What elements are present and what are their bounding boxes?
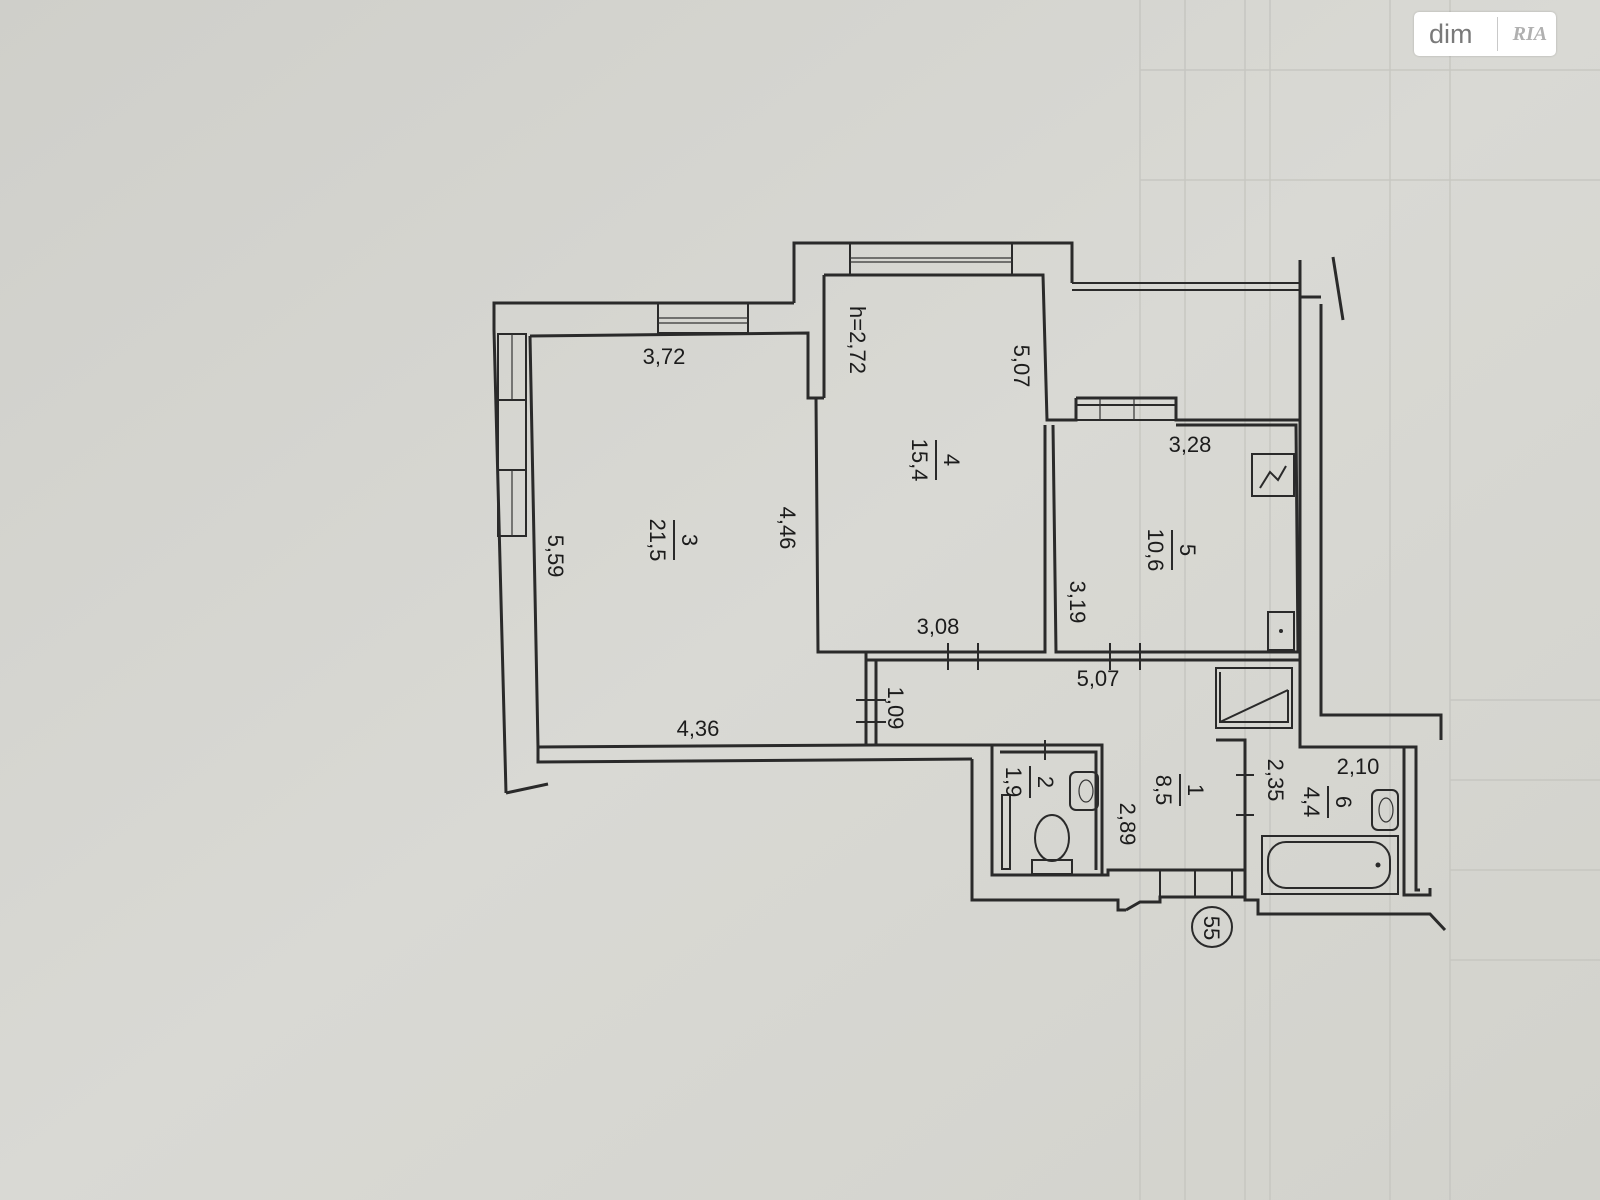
wc-sink-icon (1069, 771, 1099, 811)
wall-room-4-left (816, 275, 826, 400)
balcony-rail (1072, 282, 1300, 291)
wall-wc (992, 743, 1104, 875)
room-1-number: 1 (1183, 784, 1208, 796)
dimension-label: 5,07 (1077, 666, 1120, 691)
window-room-5-door (1075, 404, 1177, 421)
wall-room-6-right (1402, 747, 1432, 897)
dimension-label: 5,07 (1009, 345, 1034, 388)
toilet-icon (1031, 814, 1073, 875)
dimension-label: 1,09 (883, 687, 908, 730)
watermark-divider (1496, 17, 1498, 51)
dimension-label: 5,59 (543, 535, 568, 578)
dimension-label: 3,08 (917, 614, 960, 639)
room-1-area: 8,5 (1151, 775, 1176, 806)
apartment-number-circle (1191, 906, 1233, 948)
wall-room-5-inner (1051, 423, 1300, 654)
bathtub-icon (1261, 835, 1399, 895)
room-2-number: 2 (1033, 776, 1058, 788)
room-2-area: 1,9 (1001, 767, 1026, 798)
room-5-number: 5 (1175, 544, 1200, 556)
dimension-label: 2,35 (1263, 759, 1288, 802)
labels: 3 21,5 4 15,4 5 10,6 1 8,5 2 1,9 (543, 306, 1380, 948)
dim-ria-watermark: dim RIA (1414, 12, 1556, 56)
windows (497, 242, 1177, 537)
dimension-label: 3,72 (643, 344, 686, 369)
window-room-4 (849, 242, 1013, 276)
wall-corridor-left (864, 652, 878, 745)
entrance-door (1159, 870, 1233, 897)
wc-pipe-icon (1001, 794, 1011, 870)
dimension-label: 4,46 (775, 507, 800, 550)
dimension-label: 3,19 (1065, 581, 1090, 624)
room-5-area: 10,6 (1143, 529, 1168, 572)
dimension-label: 2,10 (1337, 754, 1380, 779)
electric-panel-icon (1251, 453, 1295, 497)
wall-outer-right (1319, 304, 1443, 740)
wall-room-3-outer-bottom (505, 782, 549, 795)
apartment-number: 55 (1199, 916, 1224, 940)
watermark-brand-text: dim (1429, 18, 1473, 49)
wall-room-6-bottom (1243, 740, 1447, 932)
dimension-label: 4,36 (677, 716, 720, 741)
room-3-area: 21,5 (645, 519, 670, 562)
room-3-number: 3 (677, 534, 702, 546)
wall-room-3-outer (492, 301, 794, 794)
room-6-number: 6 (1331, 796, 1356, 808)
bath-sink-icon (1371, 789, 1399, 831)
fixtures (1001, 453, 1399, 895)
room-4-area: 15,4 (907, 439, 932, 482)
wall-room-4-bottom (818, 425, 1047, 654)
wall-outer-right-2 (1298, 660, 1420, 892)
wall-corridor-bottom (876, 738, 1247, 877)
dimension-label: 2,89 (1115, 803, 1140, 846)
wall-room-3-bottom-outer (536, 745, 973, 764)
stove-icon (1267, 611, 1295, 651)
bleed-through-grid (1139, 0, 1600, 1200)
room-4-number: 4 (939, 454, 964, 466)
shaft-icon (1215, 667, 1293, 729)
ceiling-height-label: h=2,72 (845, 306, 870, 374)
wall-bottom-outer (970, 759, 1245, 912)
room-6-area: 4,4 (1299, 787, 1324, 818)
doors (856, 643, 1254, 816)
dimension-label: 3,28 (1169, 432, 1212, 457)
ria-logo-icon: RIA (1512, 22, 1548, 45)
